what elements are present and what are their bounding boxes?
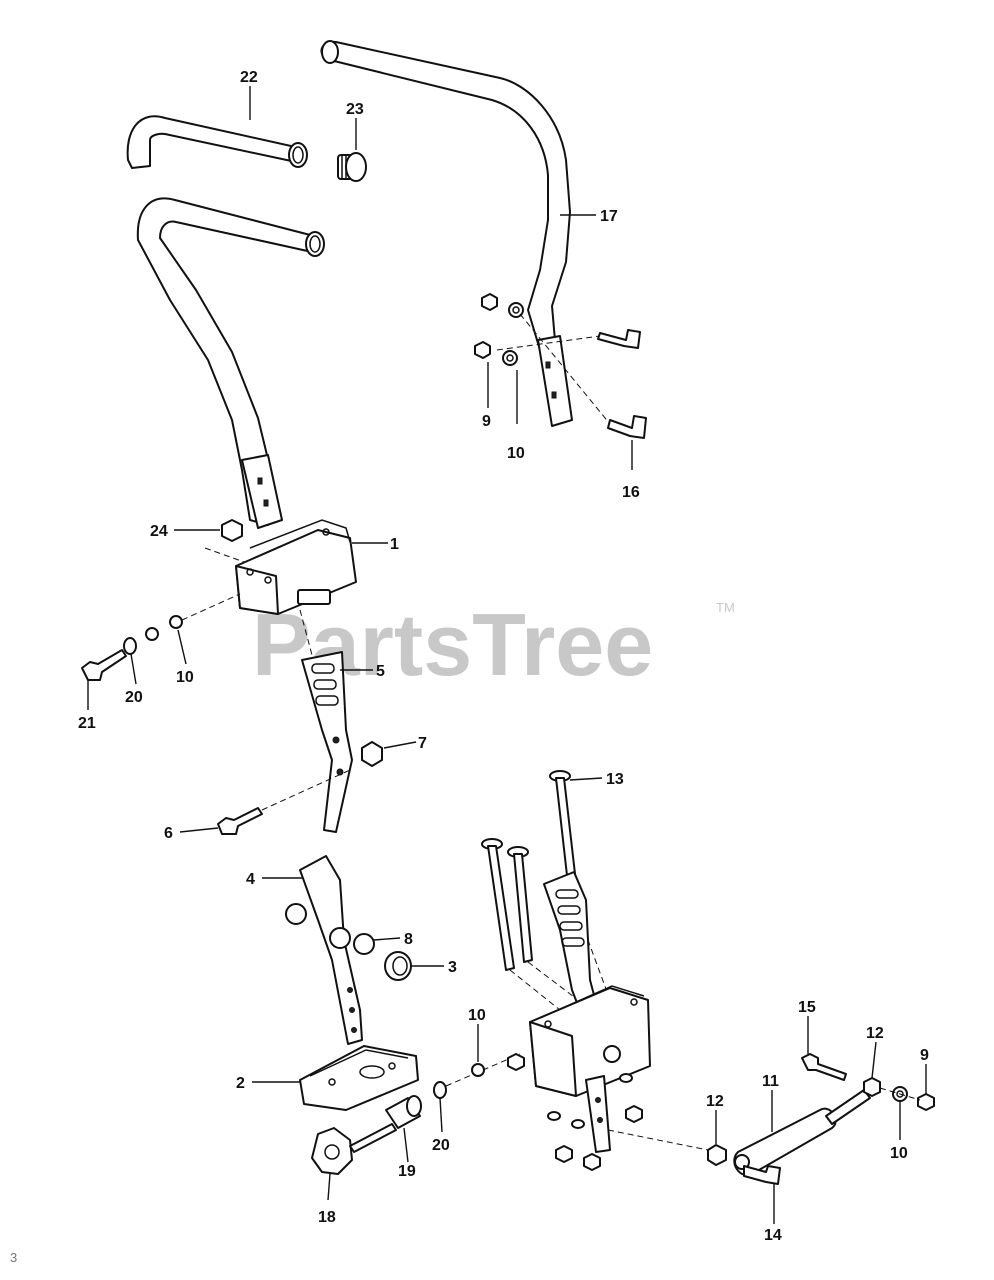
- part-23-end-cap: [337, 152, 367, 182]
- page-marker: 3: [10, 1250, 17, 1265]
- part-15-bolt: [801, 1053, 847, 1081]
- callout-20-left: 20: [125, 689, 143, 706]
- callout-10-center: 10: [468, 1007, 486, 1024]
- callout-23: 23: [346, 101, 364, 118]
- callout-11: 11: [762, 1073, 779, 1090]
- callout-20-bottom: 20: [432, 1137, 450, 1154]
- left-handle-bar: [136, 197, 325, 529]
- callout-3: 3: [448, 959, 457, 976]
- callout-12-left: 12: [706, 1093, 724, 1110]
- part-12-nut-right: [863, 1077, 881, 1097]
- right-handle-hardware: [474, 293, 647, 439]
- leader-lines: [87, 86, 927, 1224]
- callout-2: 2: [236, 1075, 245, 1092]
- part-17-right-handle: [320, 40, 573, 427]
- part-22-short-handle: [126, 115, 308, 169]
- callout-5: 5: [376, 663, 385, 680]
- trademark-mark: TM: [716, 600, 735, 615]
- callout-15: 15: [798, 999, 816, 1016]
- pedal-bracket-hardware: [547, 1073, 709, 1171]
- callout-9-top: 9: [482, 413, 491, 430]
- part-1-console-bracket: [235, 519, 357, 615]
- part-8-washer: [353, 933, 375, 955]
- callout-10-top: 10: [507, 445, 525, 462]
- part-12-nut-left: [707, 1144, 727, 1166]
- part-19-spacer: [385, 1095, 422, 1129]
- part-4-control-arm: [285, 855, 363, 1045]
- callout-6: 6: [164, 825, 173, 842]
- callout-4: 4: [246, 871, 255, 888]
- part-18-knob: [311, 1123, 397, 1175]
- callout-8: 8: [404, 931, 413, 948]
- part-3-bushing: [384, 951, 412, 981]
- callout-17: 17: [600, 208, 618, 225]
- callout-14: 14: [764, 1227, 782, 1244]
- callout-18: 18: [318, 1209, 336, 1226]
- callout-16: 16: [622, 484, 640, 501]
- part-7-nut: [361, 741, 383, 767]
- part-11-gas-spring: [733, 1089, 871, 1177]
- callout-19: 19: [398, 1163, 416, 1180]
- callout-1: 1: [390, 536, 399, 553]
- part-2-base-block: [299, 1045, 419, 1111]
- callout-21: 21: [78, 715, 96, 732]
- callout-9-right: 9: [920, 1047, 929, 1064]
- callout-10-right: 10: [890, 1145, 908, 1162]
- part-14-bolt: [743, 1165, 781, 1185]
- bolt-set-left: [81, 593, 241, 681]
- assembled-pedal-bracket: [529, 871, 651, 1153]
- callout-24: 24: [150, 523, 168, 540]
- callout-10-left: 10: [176, 669, 194, 686]
- callout-labels: 22 23 17 9 10 16 24 1 5 7 10 20 21 6 13 …: [78, 69, 929, 1244]
- part-5-slotted-bracket: [299, 609, 353, 833]
- callout-12-right: 12: [866, 1025, 884, 1042]
- washer-nut-center: [471, 1053, 525, 1077]
- callout-13: 13: [606, 771, 624, 788]
- part-6-bolt: [217, 769, 351, 835]
- callout-22: 22: [240, 69, 258, 86]
- callout-7: 7: [418, 735, 427, 752]
